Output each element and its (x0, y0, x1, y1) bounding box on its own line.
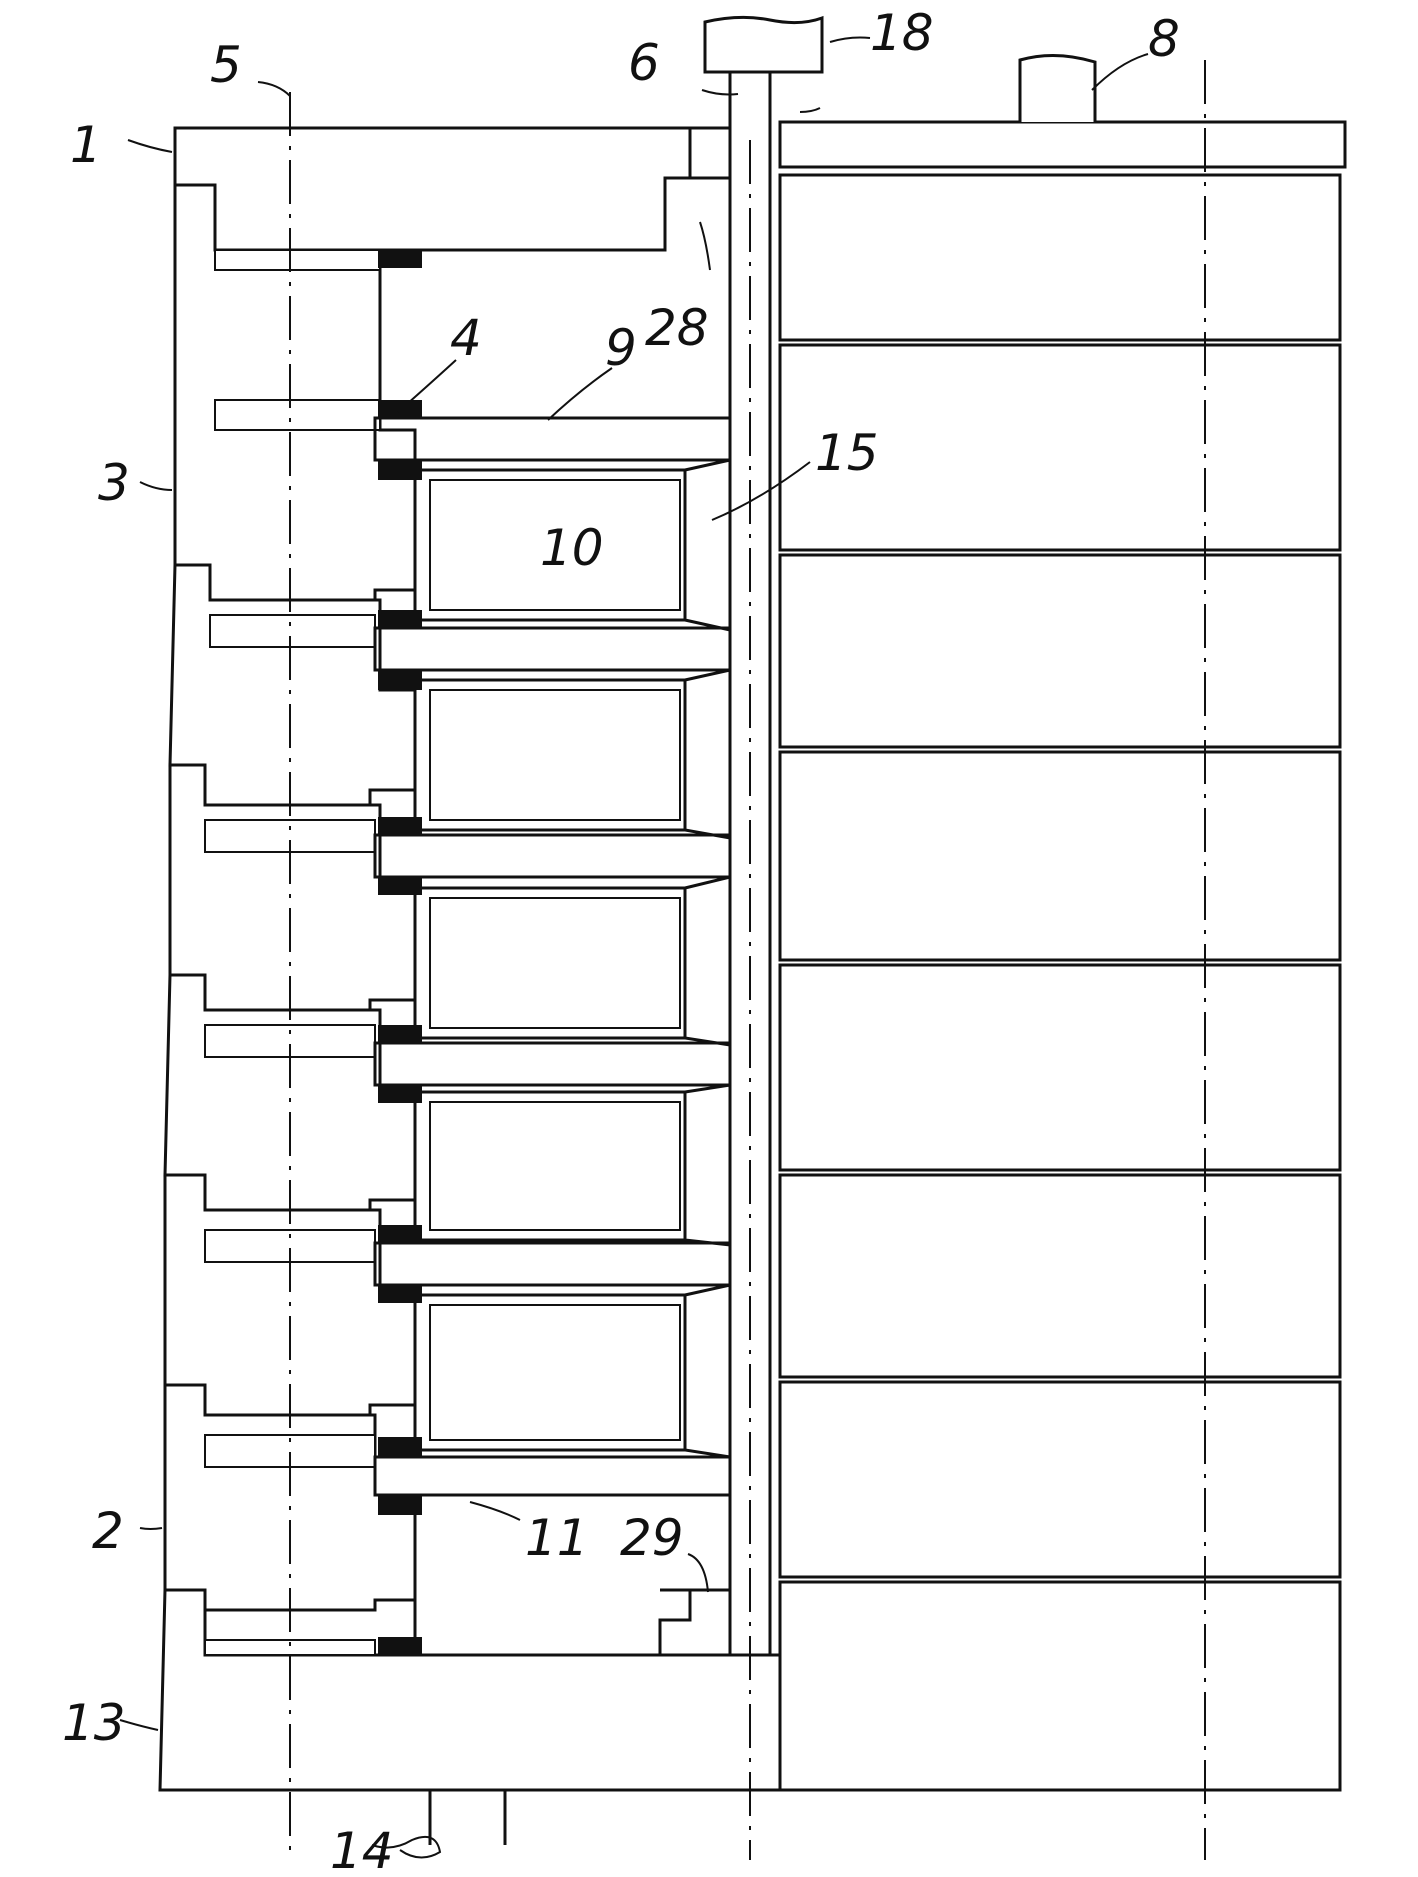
label-6: 6 (628, 34, 660, 92)
label-1: 1 (70, 116, 102, 174)
label-28: 28 (645, 299, 709, 357)
label-3: 3 (98, 454, 130, 512)
label-8: 8 (1148, 10, 1180, 68)
right-outer-stack (778, 60, 1347, 1860)
shaft-stubs (428, 53, 1097, 1845)
label-18: 18 (870, 4, 934, 62)
chambers (413, 458, 732, 1459)
label-5: 5 (210, 36, 242, 94)
label-15: 15 (815, 424, 879, 482)
seal-blocks (378, 250, 422, 1655)
label-10: 10 (540, 519, 604, 577)
top-plate (173, 126, 692, 252)
label-4: 4 (450, 309, 482, 367)
label-13: 13 (62, 1694, 126, 1752)
label-11: 11 (525, 1509, 589, 1567)
label-29: 29 (620, 1509, 684, 1567)
central-rod (703, 15, 824, 1860)
rod-head (703, 15, 824, 74)
label-14: 14 (330, 1822, 394, 1877)
separator-plates (373, 416, 732, 1497)
label-9: 9 (605, 319, 637, 377)
label-2: 2 (92, 1502, 124, 1560)
frame-slots (204, 249, 381, 1656)
leader-lines (119, 36, 1149, 1859)
open-cavities (380, 126, 732, 1655)
